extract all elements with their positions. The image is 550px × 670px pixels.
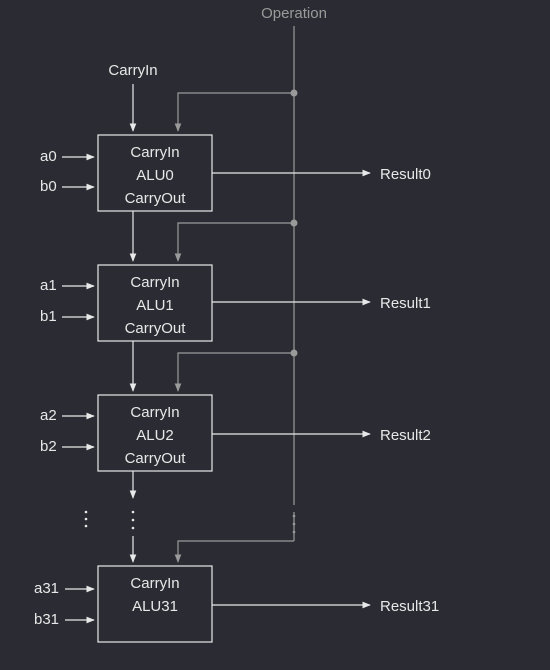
operation-tap-0: [174, 89, 298, 132]
alu-name: ALU1: [136, 297, 174, 314]
operation-ellipsis-dot: [292, 522, 296, 526]
carry-in-label: CarryIn: [108, 62, 157, 79]
input-a-label: a2: [40, 407, 57, 424]
operation-ellipsis-dot: [292, 514, 296, 518]
input-b-label: b1: [40, 308, 57, 325]
input-a-label: a0: [40, 148, 57, 165]
alu-block-1: CarryIn ALU1 CarryOut a1 b1 Result1: [40, 264, 431, 342]
alu-carry-in-label: CarryIn: [130, 404, 179, 421]
alu-box: [97, 394, 213, 472]
operation-tap-2: [174, 349, 298, 392]
alu-carry-out-label: CarryOut: [125, 450, 187, 467]
alu-carry-out-label: CarryOut: [125, 320, 187, 337]
alu-carry-in-label: CarryIn: [130, 274, 179, 291]
alu-carry-out-label: CarryOut: [125, 190, 187, 207]
result-label: Result31: [380, 598, 439, 615]
input-a-label: a31: [34, 580, 59, 597]
alu-name: ALU31: [132, 598, 178, 615]
operation-tap-1: [174, 219, 298, 262]
alu-block-2: CarryIn ALU2 CarryOut a2 b2 Result2: [40, 394, 431, 472]
ellipsis-dots: [84, 510, 135, 530]
alu-box: [97, 565, 213, 643]
alu-box: [97, 264, 213, 342]
alu-block-0: CarryIn ALU0 CarryOut a0 b0 Result0: [40, 134, 431, 212]
operation-ellipsis-dot: [292, 530, 296, 534]
result-label: Result1: [380, 295, 431, 312]
result-label: Result0: [380, 166, 431, 183]
alu-name: ALU2: [136, 427, 174, 444]
input-b-label: b31: [34, 611, 59, 628]
input-a-label: a1: [40, 277, 57, 294]
input-b-label: b2: [40, 438, 57, 455]
alu-carry-in-label: CarryIn: [130, 575, 179, 592]
operation-tap-31: [174, 540, 294, 563]
alu-name: ALU0: [136, 167, 174, 184]
input-b-label: b0: [40, 178, 57, 195]
alu-carry-in-label: CarryIn: [130, 144, 179, 161]
alu-block-31: CarryIn ALU31 a31 b31 Result31: [34, 565, 439, 643]
result-label: Result2: [380, 427, 431, 444]
operation-label: Operation: [261, 5, 327, 22]
